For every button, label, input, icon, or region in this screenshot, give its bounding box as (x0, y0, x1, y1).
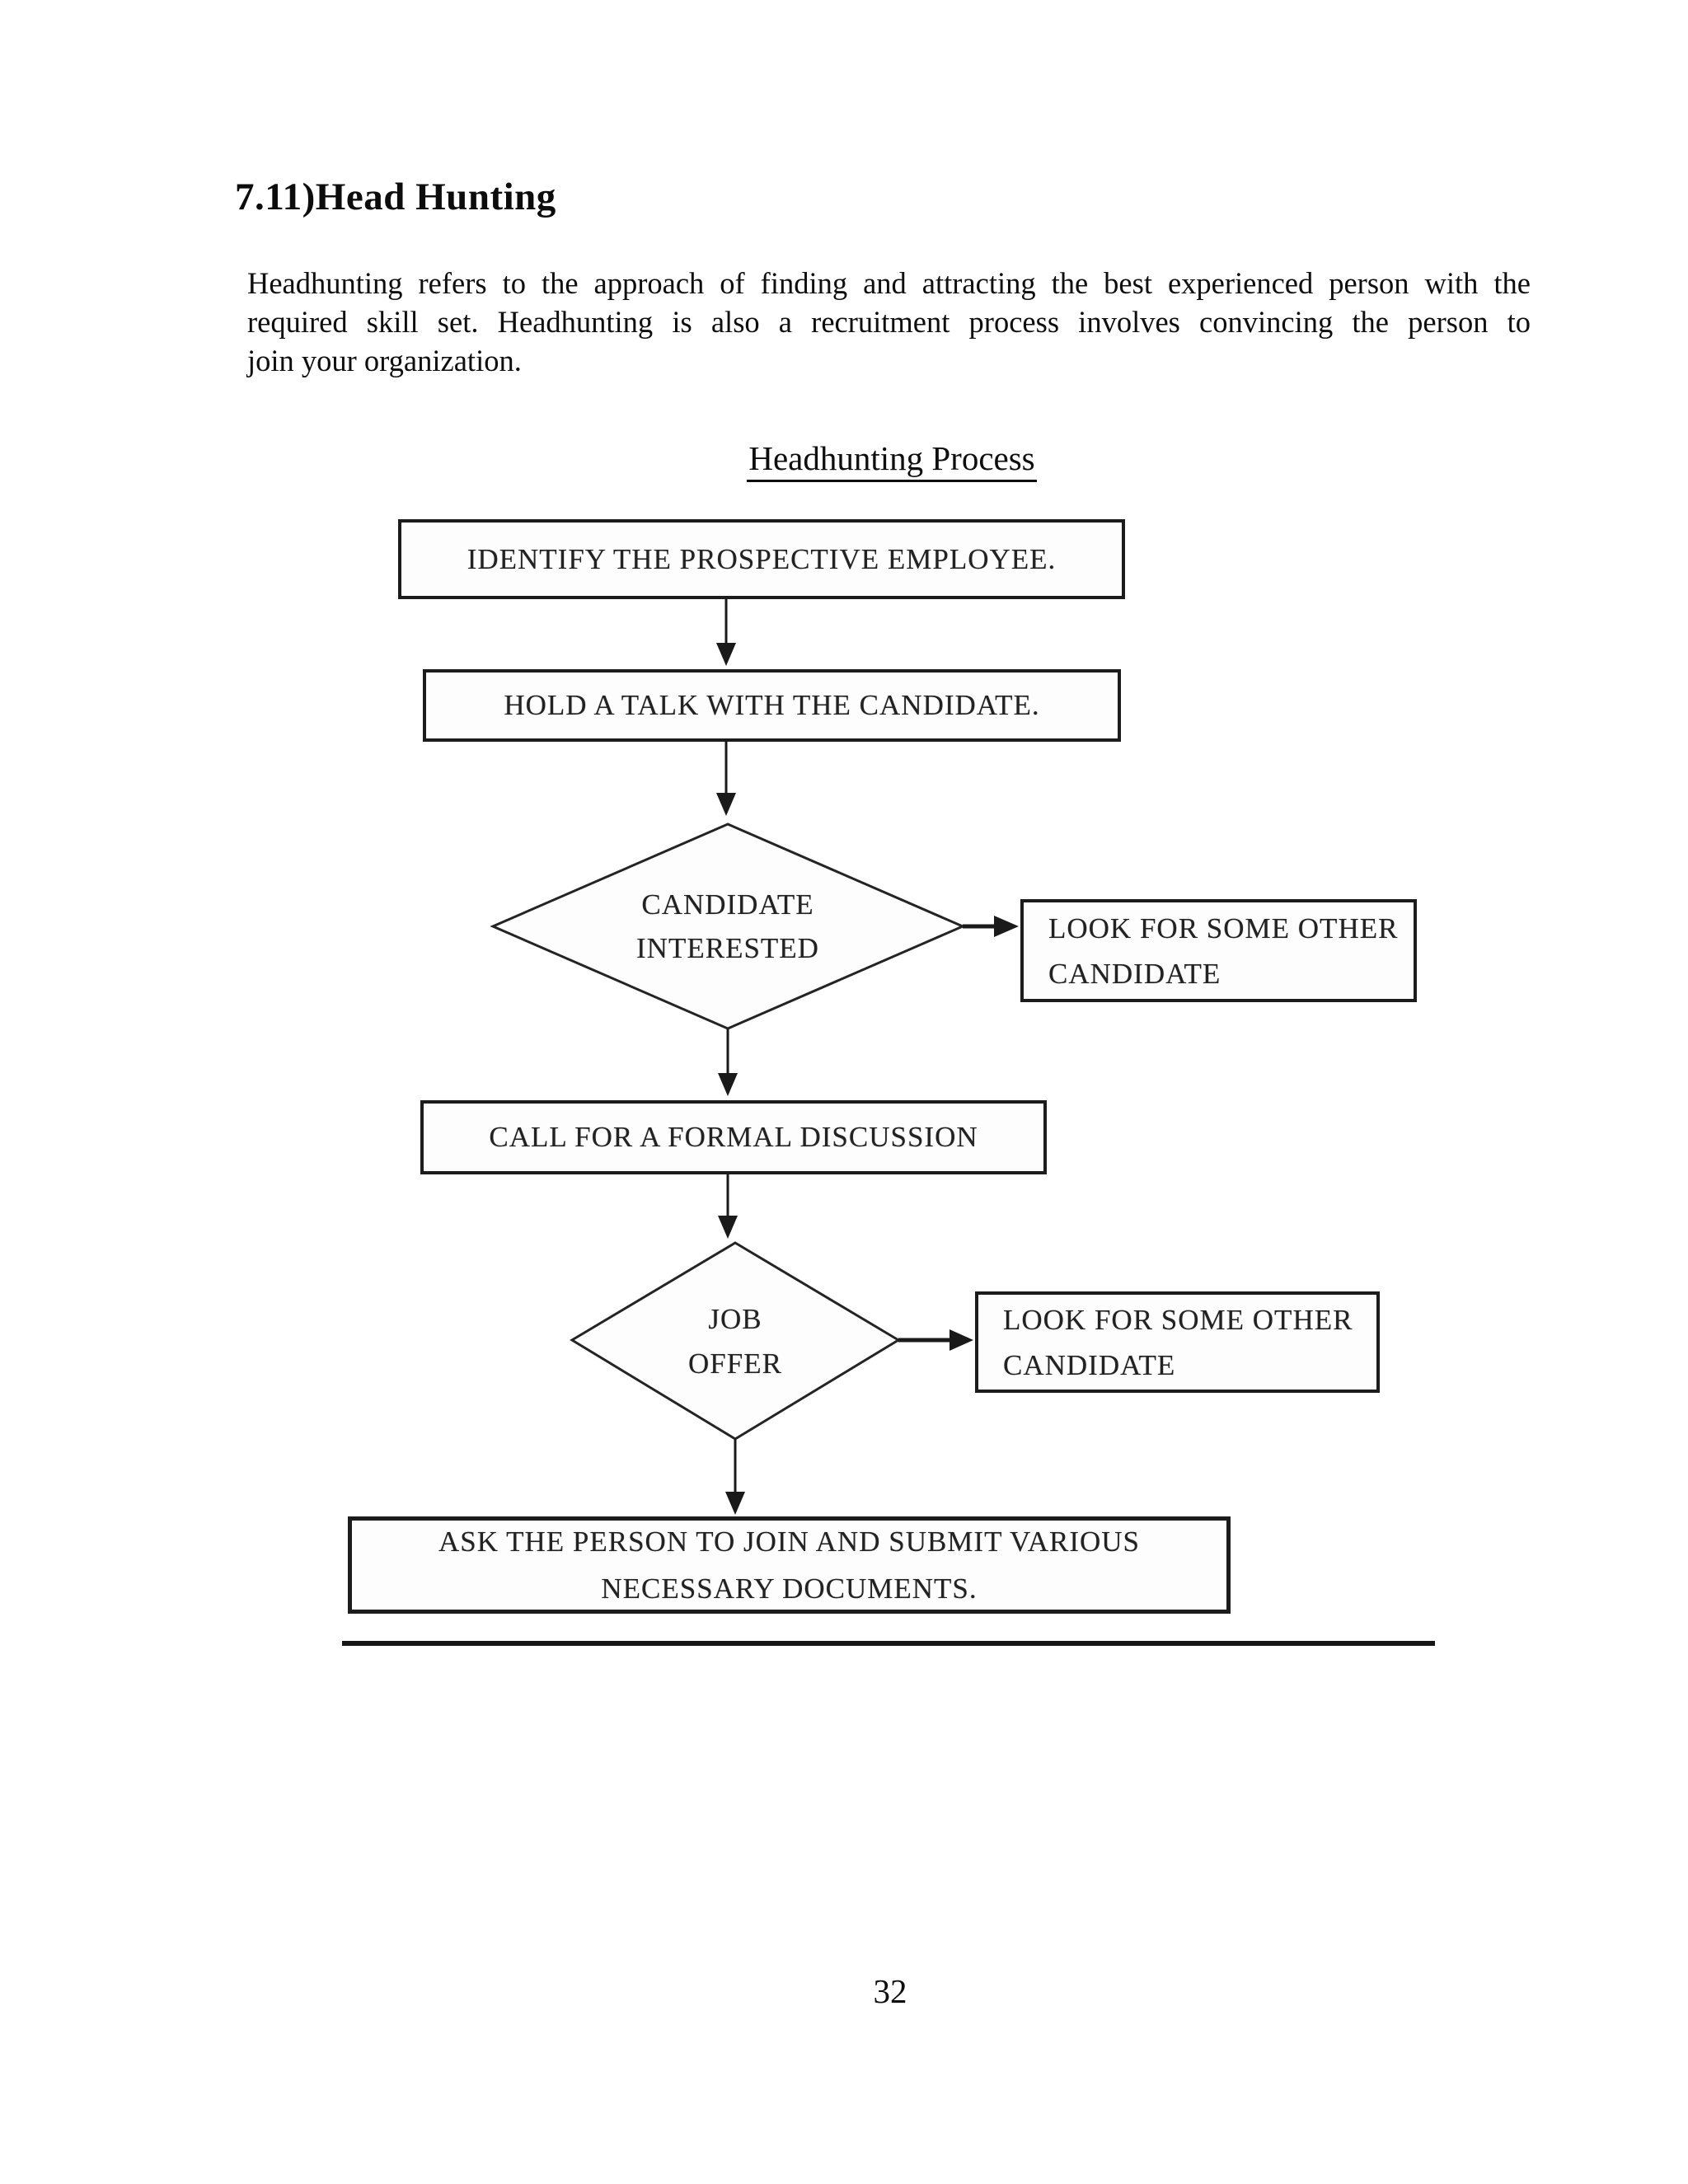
look-other-1-line-1: LOOK FOR SOME OTHER (1048, 912, 1399, 944)
flowchart-title-text: Headhunting Process (747, 439, 1037, 482)
decision-job-offer-line-1: JOB (708, 1303, 762, 1335)
node-look-other-candidate-1: LOOK FOR SOME OTHER CANDIDATE (1020, 899, 1417, 1002)
flowchart-title: Headhunting Process (0, 438, 1688, 482)
arrow-job-offer-to-ask-join (725, 1439, 745, 1515)
look-other-1-line-2: CANDIDATE (1048, 957, 1221, 990)
decision-job-offer-line-2: OFFER (688, 1347, 782, 1380)
paragraph-line-2: required skill set. Headhunting is also … (247, 305, 1531, 339)
decision-candidate-interested-line-2: INTERESTED (636, 932, 819, 964)
paragraph-line-1: Headhunting refers to the approach of fi… (247, 266, 1531, 300)
node-look-other-candidate-2: LOOK FOR SOME OTHER CANDIDATE (975, 1291, 1380, 1393)
ask-join-line-2: NECESSARY DOCUMENTS. (601, 1572, 978, 1605)
arrow-job-offer-to-look-2 (898, 1329, 973, 1351)
node-ask-join-submit: ASK THE PERSON TO JOIN AND SUBMIT VARIOU… (348, 1516, 1231, 1614)
decision-candidate-interested-line-1: CANDIDATE (641, 888, 814, 921)
node-hold-talk: HOLD A TALK WITH THE CANDIDATE. (423, 669, 1121, 742)
decision-job-offer-label: JOB OFFER (632, 1297, 838, 1386)
node-identify-employee: IDENTIFY THE PROSPECTIVE EMPLOYEE. (398, 519, 1125, 599)
arrow-hold-to-candidate-interested (716, 742, 736, 816)
look-other-2-line-2: CANDIDATE (1003, 1348, 1176, 1381)
page-number: 32 (873, 1972, 907, 2010)
arrow-candidate-interested-to-call (718, 1029, 738, 1096)
separator-line (342, 1641, 1435, 1646)
arrow-candidate-interested-to-look-1 (963, 916, 1019, 937)
section-title: 7.11)Head Hunting (235, 176, 556, 218)
node-call-formal-discussion: CALL FOR A FORMAL DISCUSSION (420, 1100, 1047, 1174)
arrow-call-to-job-offer (718, 1174, 738, 1239)
body-paragraph: Headhunting refers to the approach of fi… (247, 264, 1531, 380)
ask-join-line-1: ASK THE PERSON TO JOIN AND SUBMIT VARIOU… (438, 1526, 1141, 1558)
arrow-identify-to-hold (716, 599, 736, 666)
look-other-2-line-1: LOOK FOR SOME OTHER (1003, 1303, 1353, 1336)
decision-candidate-interested-label: CANDIDATE INTERESTED (542, 883, 913, 970)
paragraph-line-3: join your organization. (247, 344, 522, 377)
